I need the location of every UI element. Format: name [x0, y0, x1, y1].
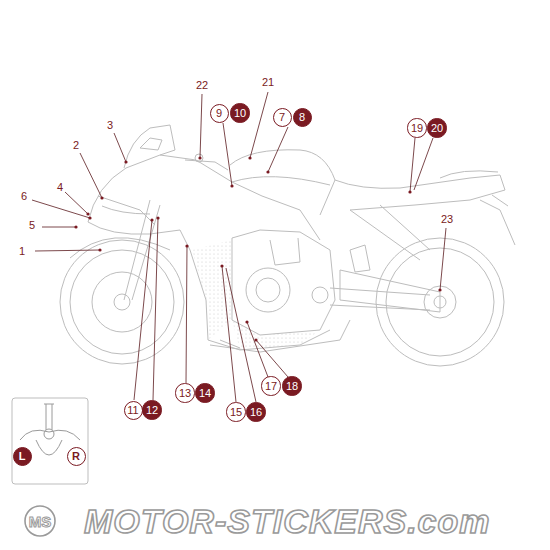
callout-circle: 15: [226, 402, 245, 421]
callout-number: 13: [179, 388, 191, 399]
callout-number: 4: [57, 182, 63, 193]
callout-circle: L: [13, 447, 32, 466]
callout-number: 10: [234, 108, 246, 119]
callout-number: 3: [107, 120, 113, 131]
callout-number: 18: [286, 381, 298, 392]
callout-number: 12: [146, 405, 158, 416]
callout-number: R: [72, 451, 80, 462]
callout-number: 6: [21, 191, 27, 202]
callout-circle: 19: [407, 118, 426, 137]
callout-number: 2: [73, 140, 79, 151]
watermark: MOTOR-STICKERS.com: [84, 504, 491, 538]
callout-circle: 10: [230, 103, 249, 122]
callout-number: 15: [230, 407, 242, 418]
callout-circle: 12: [142, 400, 161, 419]
callout-number: 5: [29, 220, 35, 231]
callout-circle: 18: [282, 376, 301, 395]
callout-circle: 11: [124, 401, 143, 420]
callout-circle: 16: [246, 402, 265, 421]
callout-number: 20: [431, 123, 443, 134]
callout-number: 14: [199, 388, 211, 399]
logo-mark: MS: [29, 514, 52, 529]
callout-number: 16: [250, 407, 262, 418]
callout-number: 23: [441, 214, 453, 225]
callout-number: 7: [279, 112, 285, 123]
callout-circle: 9: [210, 104, 229, 123]
callout-number: 22: [196, 80, 208, 91]
callout-number: 19: [411, 123, 423, 134]
callout-number: 1: [19, 246, 25, 257]
callout-circle: R: [67, 447, 86, 466]
callout-circle: 7: [273, 108, 292, 127]
callout-number: L: [19, 451, 26, 462]
callout-number: 17: [265, 381, 277, 392]
callout-circle: 20: [427, 118, 446, 137]
callout-circle: 17: [261, 376, 280, 395]
callout-number: 21: [262, 77, 274, 88]
callout-number: 9: [216, 108, 222, 119]
callout-circle: 14: [195, 383, 214, 402]
callout-circle: 13: [175, 383, 194, 402]
callout-number: 11: [127, 405, 138, 416]
callout-circle: 8: [293, 108, 312, 127]
callout-number: 8: [299, 112, 305, 123]
